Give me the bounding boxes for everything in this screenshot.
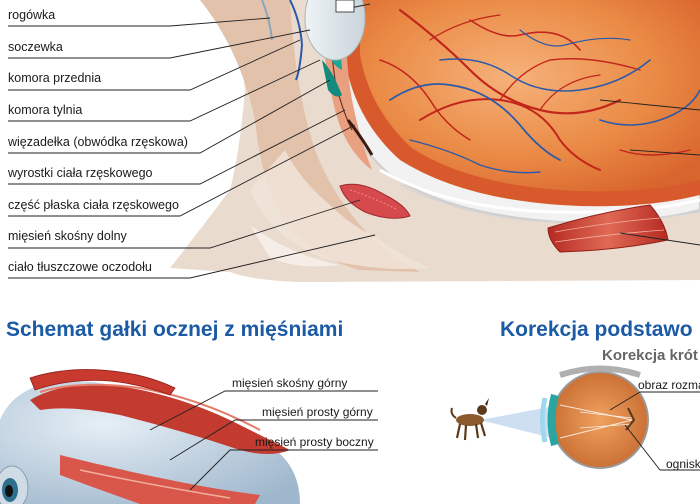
- label-superior-rectus: mięsień prosty górny: [262, 405, 373, 419]
- section-subtitle-correction: Korekcja krót: [602, 347, 698, 364]
- label-ciliary-processes: wyrostki ciała rzęskowego: [8, 166, 153, 180]
- label-pars-plana: część płaska ciała rzęskowego: [8, 198, 179, 212]
- section-title-eyeball-muscles: Schemat gałki ocznej z mięśniami: [6, 318, 344, 341]
- leader-lines-top: [8, 3, 700, 279]
- leader-lines-muscles: [149, 390, 378, 491]
- section-title-correction: Korekcja podstawo: [500, 318, 693, 341]
- lens-pointer-box: [335, 0, 355, 13]
- label-image-blur: obraz rozma: [638, 378, 700, 392]
- correction-diagram: [450, 365, 700, 471]
- label-orbital-fat: ciało tłuszczowe oczodołu: [8, 260, 152, 274]
- label-zonular-fibers: więzadełka (obwódka rzęskowa): [8, 135, 188, 149]
- eyeball-muscles-diagram: [0, 369, 300, 504]
- label-cornea: rogówka: [8, 8, 56, 22]
- label-anterior-chamber: komora przednia: [8, 71, 102, 85]
- label-inferior-oblique: mięsień skośny dolny: [8, 229, 127, 243]
- inferior-oblique-muscle: [339, 183, 411, 219]
- dog-illustration: [450, 398, 489, 441]
- label-posterior-chamber: komora tylnia: [8, 103, 83, 117]
- label-lateral-rectus: mięsień prosty boczny: [255, 435, 374, 449]
- label-superior-oblique: mięsień skośny górny: [232, 376, 348, 390]
- label-lens: soczewka: [8, 40, 63, 54]
- label-focus: ognisk: [666, 457, 700, 471]
- retinal-vessels: [379, 8, 700, 174]
- anterior-segment: [261, 0, 374, 170]
